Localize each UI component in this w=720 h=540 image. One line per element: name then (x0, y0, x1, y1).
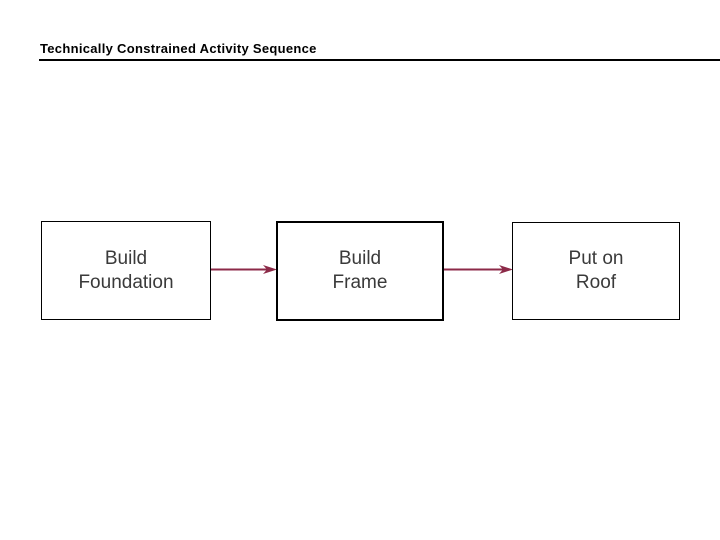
title-divider (39, 59, 720, 61)
arrow-connector-foundation-to-frame (211, 265, 277, 274)
flow-node-label: Build Frame (332, 248, 388, 293)
arrow-connector-frame-to-roof (444, 265, 513, 274)
page-title: Technically Constrained Activity Sequenc… (40, 41, 317, 56)
flow-node-build-frame[interactable]: Build Frame (276, 221, 444, 321)
flow-node-build-foundation[interactable]: Build Foundation (41, 221, 211, 320)
flow-node-label: Put on Roof (568, 248, 624, 293)
flow-node-put-on-roof[interactable]: Put on Roof (512, 222, 680, 320)
arrow-head-icon (499, 265, 513, 274)
flow-node-label: Build Foundation (78, 247, 174, 293)
arrow-head-icon (263, 265, 277, 274)
